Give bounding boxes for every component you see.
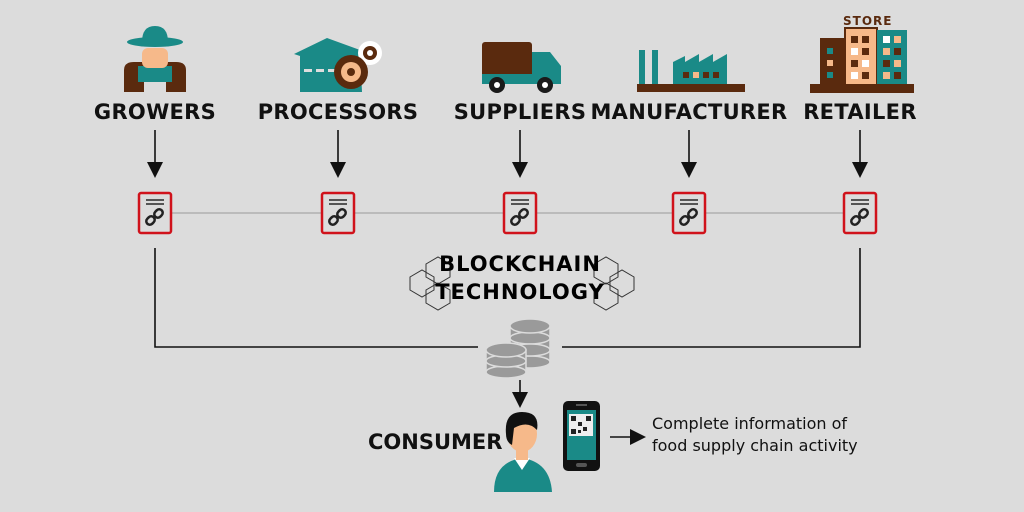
stage-label-processors: PROCESSORS — [257, 100, 419, 124]
ledger-block-icon — [320, 191, 356, 235]
store-sign: STORE — [843, 14, 893, 28]
blockchain-cubes-left-icon — [409, 256, 451, 311]
coins-icon — [485, 318, 551, 379]
consumer-label: CONSUMER — [368, 430, 503, 454]
ledger-block-icon — [842, 191, 878, 235]
ledger-block-icon — [137, 191, 173, 235]
farmer-icon — [124, 26, 186, 92]
ledger-block-icon — [502, 191, 538, 235]
stage-label-growers: GROWERS — [93, 100, 217, 124]
stage-label-suppliers: SUPPLIERS — [453, 100, 587, 124]
phone-qr-icon — [563, 401, 600, 471]
ledger-block-icon — [671, 191, 707, 235]
factory-icon — [637, 50, 745, 92]
blockchain-cubes-right-icon — [593, 256, 635, 311]
blockchain-title-line1: BLOCKCHAIN — [439, 252, 601, 276]
stage-label-manufacturer: MANUFACTURER — [590, 100, 788, 124]
factory-gear-icon — [294, 38, 382, 92]
info-text-line1: Complete information of — [652, 414, 848, 433]
info-text-line2: food supply chain activity — [652, 436, 858, 455]
stage-label-retailer: RETAILER — [803, 100, 917, 124]
blockchain-title-line2: TECHNOLOGY — [435, 280, 605, 304]
consumer-bracket-line — [154, 248, 861, 348]
store-building-icon — [810, 27, 914, 93]
consumer-avatar-icon — [494, 412, 552, 492]
stage-arrows — [147, 130, 868, 178]
truck-icon — [482, 42, 561, 93]
